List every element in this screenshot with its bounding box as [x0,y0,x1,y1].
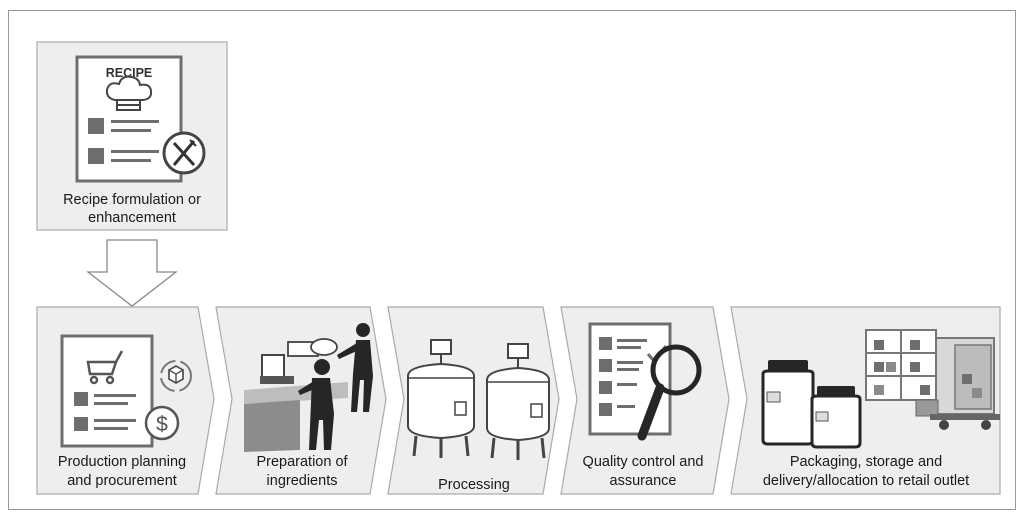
diagram-frame [8,10,1016,510]
step-quality-control: Quality control and assurance [560,306,730,495]
step-label-line1: Quality control and [583,454,704,470]
checklist-icon [588,322,672,436]
recipe-label-line2: enhancement [88,210,176,226]
step-label-line1: Production planning [58,454,186,470]
jar-icon [761,360,815,446]
warehouse-truck-icon [865,329,1000,430]
down-arrow [86,239,178,307]
step-label-line2: and procurement [67,473,177,489]
box-cycle-icon [160,360,192,392]
step-label-line2: delivery/allocation to retail outlet [763,473,969,489]
procurement-document-icon [60,334,154,448]
step-label-line1: Packaging, storage and [790,454,942,470]
step-label-line2: assurance [610,473,677,489]
step-processing: Processing [387,306,560,495]
kitchen-workers-icon [244,323,373,452]
step-preparation: Preparation of ingredients [215,306,387,495]
step-label-line2: ingredients [267,473,338,489]
step-label-line1: Preparation of [256,454,348,470]
shopping-cart-icon [86,350,124,385]
fork-knife-icon [162,131,206,175]
processing-tank-icon [486,343,550,460]
recipe-label-line1: Recipe formulation or [63,192,201,208]
chef-hat-icon [105,75,153,111]
dollar-icon: $ [144,405,180,441]
recipe-icon-text: RECIPE [106,66,153,80]
recipe-step: RECIPE Recipe formulation or enha [36,41,228,231]
step-production-planning: $ Production planning and procurement [36,306,215,495]
svg-text:$: $ [156,413,168,436]
magnifier-icon [637,344,702,441]
step-label-line1: Processing [438,477,510,493]
recipe-document-icon: RECIPE [75,55,206,183]
list-bullet [88,118,104,134]
step-packaging-delivery: Packaging, storage and delivery/allocati… [730,306,1001,495]
processing-tank-icon [407,339,475,458]
jar-icon [810,386,862,449]
list-bullet [88,148,104,164]
